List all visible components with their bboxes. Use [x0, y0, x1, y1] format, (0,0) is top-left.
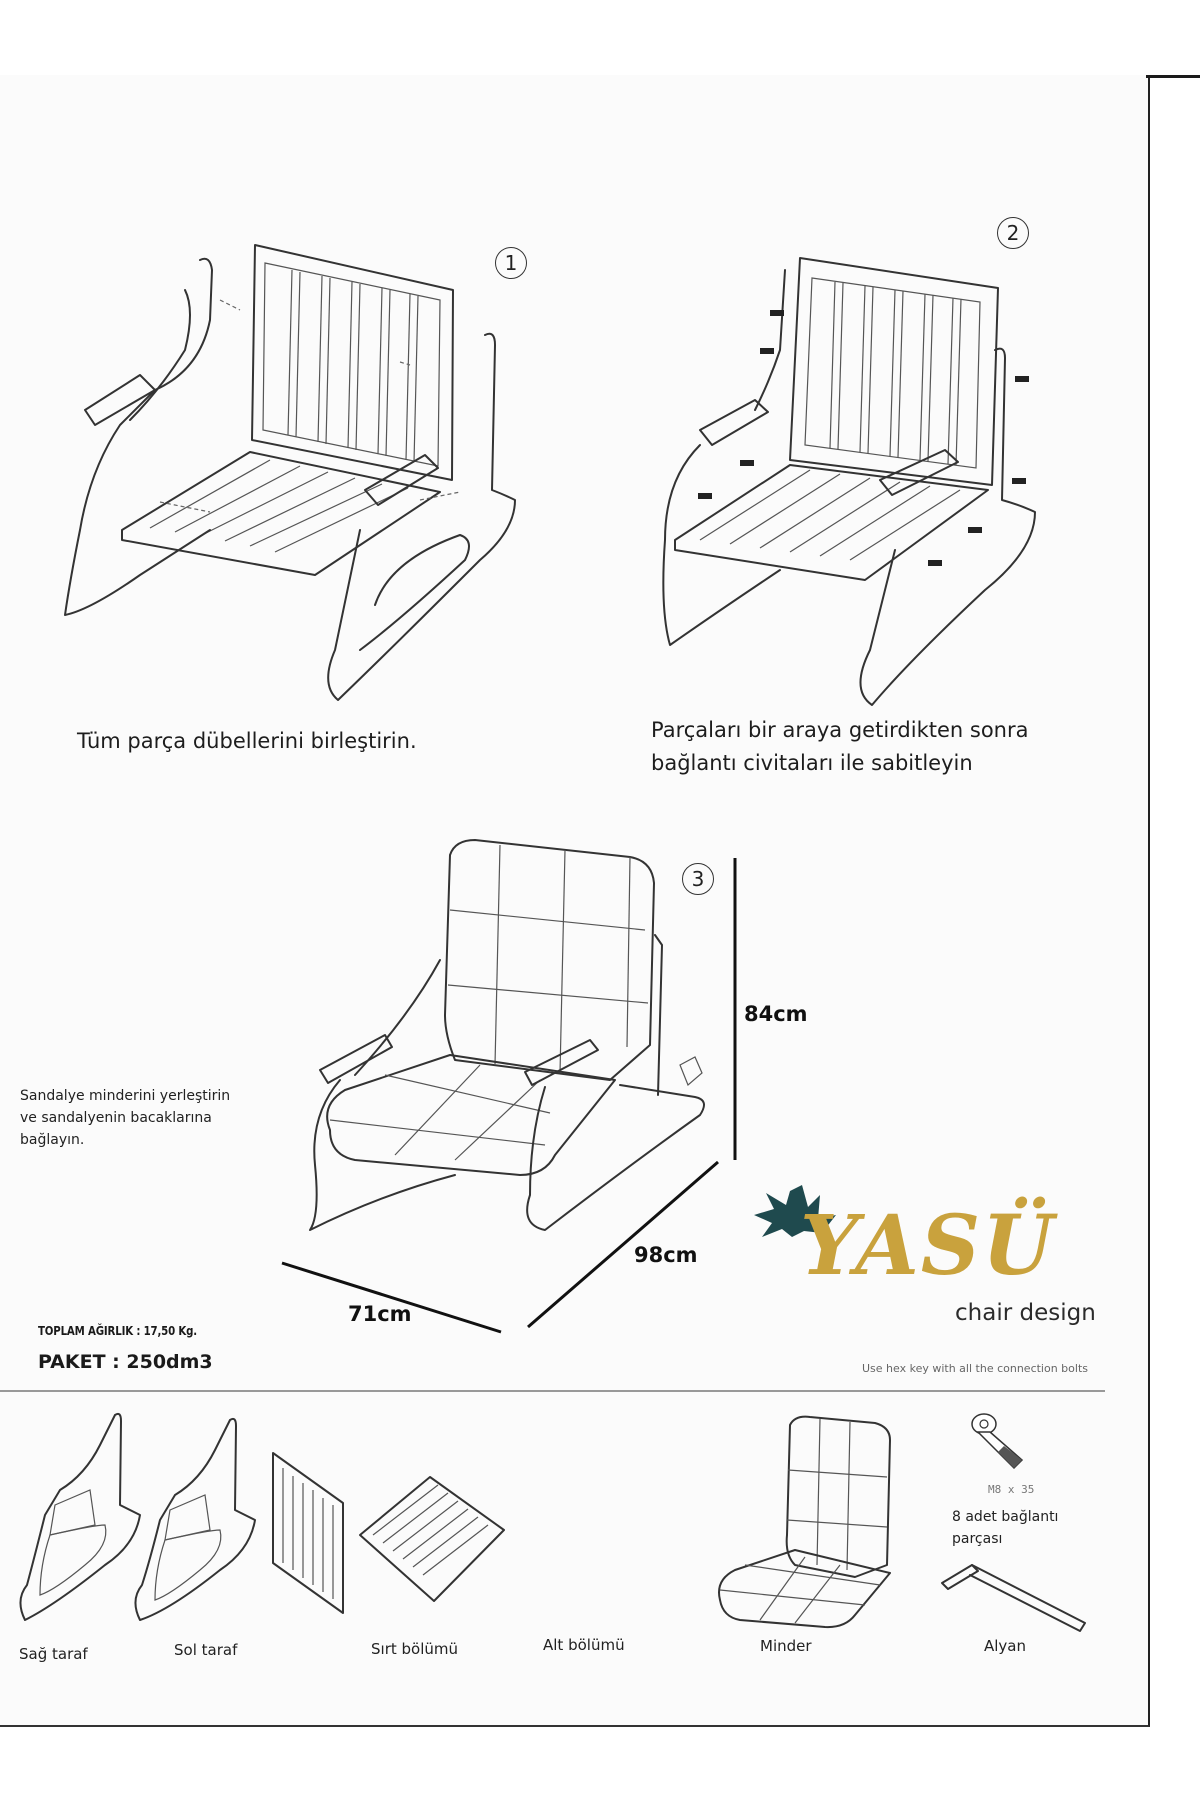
bolt-icon	[971, 1413, 1024, 1470]
step3-chair-cushion-illustration	[309, 839, 705, 1231]
width-dimension: 71cm	[348, 1302, 412, 1326]
step-3-caption-line2: ve sandalyenin bacaklarına	[20, 1110, 212, 1126]
step-2-badge: 2	[997, 217, 1029, 249]
step-3-caption-line1: Sandalye minderini yerleştirin	[20, 1088, 231, 1104]
bolt-spec: M8 x 35	[988, 1483, 1035, 1496]
part-label-seat: Alt bölümü	[543, 1636, 625, 1654]
instruction-page	[0, 75, 1150, 1727]
part-label-left-side: Sol taraf	[174, 1641, 238, 1659]
height-dimension: 84cm	[744, 1002, 808, 1026]
back-panel-icon	[272, 1452, 344, 1614]
hex-key-note: Use hex key with all the connection bolt…	[862, 1362, 1088, 1375]
step-3-badge: 3	[682, 863, 714, 895]
total-weight: TOPLAM AĞIRLIK : 17,50 Kg.	[38, 1324, 197, 1338]
step1-chair-illustration	[64, 244, 516, 701]
brand-name: YASÜ	[800, 1198, 1056, 1294]
step-2-caption-line1: Parçaları bir araya getirdikten sonra	[651, 718, 1029, 742]
right-side-panel-icon	[19, 1412, 141, 1621]
part-label-hex-key: Alyan	[984, 1637, 1027, 1655]
cushion-icon	[718, 1415, 891, 1629]
step-2-caption-line2: bağlantı civitaları ile sabitleyin	[651, 751, 973, 775]
step-3-caption-line3: bağlayın.	[20, 1132, 85, 1148]
part-label-right-side: Sağ taraf	[19, 1645, 88, 1663]
package-volume: PAKET : 250dm3	[38, 1351, 213, 1373]
step-1-badge: 1	[495, 247, 527, 279]
part-label-cushion: Minder	[760, 1637, 812, 1655]
left-side-panel-icon	[134, 1417, 256, 1621]
depth-dimension: 98cm	[634, 1243, 698, 1267]
scan-edge	[1146, 75, 1200, 78]
hex-key-icon	[941, 1564, 1086, 1632]
part-label-back: Sırt bölümü	[371, 1640, 458, 1658]
step2-chair-illustration	[662, 257, 1036, 706]
step-1-caption: Tüm parça dübellerini birleştirin.	[77, 729, 417, 753]
bolt-label-line1: 8 adet bağlantı	[952, 1509, 1059, 1525]
section-divider	[0, 1390, 1105, 1392]
bolt-label-line2: parçası	[952, 1531, 1003, 1547]
maple-leaf-icon	[754, 1185, 836, 1237]
brand-tagline: chair design	[955, 1300, 1096, 1326]
seat-panel-icon	[359, 1476, 505, 1602]
